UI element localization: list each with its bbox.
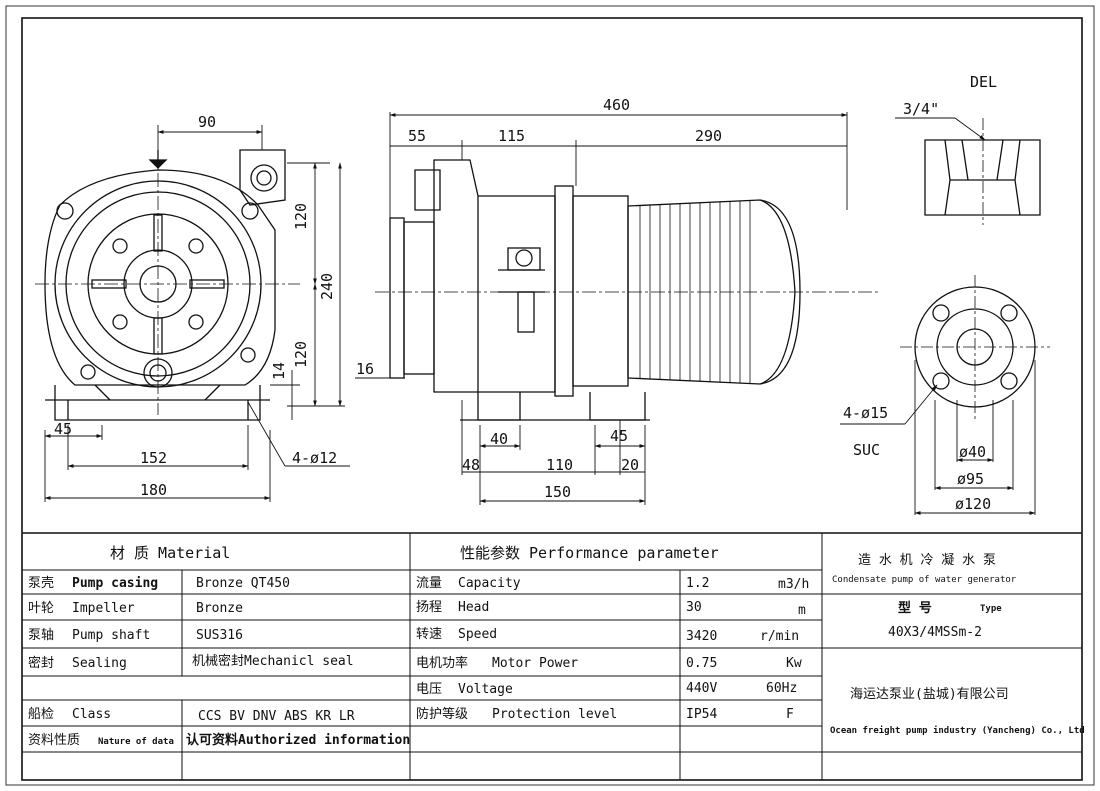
perf-label-cn: 防护等级: [416, 706, 468, 722]
dim-120-bottom: 120: [292, 341, 310, 368]
dim-16: 16: [356, 360, 374, 378]
dim-150: 150: [544, 483, 571, 501]
material-label-cn: 密封: [28, 655, 54, 671]
dim-20: 20: [621, 456, 639, 474]
material-label-en: Class: [72, 707, 111, 722]
perf-unit: m3/h: [778, 577, 809, 592]
perf-unit: F: [786, 707, 794, 722]
dim-45-side: 45: [610, 427, 628, 445]
perf-label-en: Capacity: [458, 576, 521, 591]
suc-d120: ø120: [955, 495, 991, 513]
side-view: [375, 159, 880, 421]
material-value: SUS316: [196, 628, 243, 643]
perf-value: 30: [686, 600, 702, 615]
del-thread: 3/4": [903, 100, 939, 118]
performance-rows: 流量 Capacity 1.2 m3/h 扬程 Head 30 m 转速 Spe…: [416, 576, 809, 722]
side-dimensions: [355, 112, 848, 505]
material-label-en: Nature of data: [98, 737, 174, 747]
dim-14: 14: [270, 362, 288, 380]
dim-55: 55: [408, 127, 426, 145]
del-detail: [895, 117, 1041, 225]
suc-label: SUC: [853, 441, 880, 459]
material-value: 认可资料Authorized information: [186, 732, 410, 748]
perf-label-en: Speed: [458, 627, 497, 642]
perf-label-cn: 电压: [416, 682, 442, 697]
dim-120-top: 120: [292, 203, 310, 230]
perf-label-cn: 扬程: [416, 600, 442, 615]
dim-460: 460: [603, 96, 630, 114]
dim-48: 48: [462, 456, 480, 474]
material-label-en: Pump shaft: [72, 628, 150, 643]
dim-40-side: 40: [490, 430, 508, 448]
material-label-en: Pump casing: [72, 576, 158, 591]
dim-110: 110: [546, 456, 573, 474]
del-label: DEL: [970, 73, 997, 91]
material-value: CCS BV DNV ABS KR LR: [198, 709, 355, 724]
type-label-en: Type: [980, 604, 1002, 614]
perf-label-en: Motor Power: [492, 656, 578, 671]
perf-unit: m: [798, 603, 806, 618]
perf-value: 3420: [686, 629, 717, 644]
material-label-cn: 泵轴: [28, 628, 54, 643]
perf-value: 0.75: [686, 656, 717, 671]
perf-value: IP54: [686, 707, 717, 722]
perf-unit: Kw: [786, 656, 802, 671]
suc-d40: ø40: [959, 443, 986, 461]
perf-value: 1.2: [686, 576, 709, 591]
title-block-grid: [22, 532, 1082, 780]
front-view: [35, 149, 300, 421]
dim-45-front: 45: [54, 420, 72, 438]
suc-holes: 4-ø15: [843, 404, 888, 422]
material-label-cn: 资料性质: [28, 733, 80, 748]
material-rows: 泵壳 Pump casing Bronze QT450 叶轮 Impeller …: [28, 576, 410, 748]
type-label-cn: 型 号: [898, 600, 932, 616]
product-name-cn: 造 水 机 冷 凝 水 泵: [858, 552, 996, 568]
material-label-cn: 叶轮: [28, 601, 54, 616]
material-label-cn: 船检: [28, 707, 54, 722]
dim-90: 90: [198, 113, 216, 131]
outer-frame: [5, 5, 1095, 786]
dim-holes-12: 4-ø12: [292, 449, 337, 467]
front-dim-labels: 90 120 240 120 14 45 152 180 4-ø12: [54, 113, 337, 499]
dim-240: 240: [318, 273, 336, 300]
perf-unit: r/min: [760, 629, 799, 644]
material-label-en: Sealing: [72, 656, 127, 671]
suc-dimensions: [840, 360, 1036, 515]
perf-unit: 60Hz: [766, 681, 797, 696]
material-label-cn: 泵壳: [28, 576, 54, 591]
dim-290: 290: [695, 127, 722, 145]
suc-detail: [900, 275, 1050, 420]
perf-label-en: Head: [458, 600, 489, 615]
perf-label-en: Voltage: [458, 682, 513, 697]
perf-label-en: Protection level: [492, 707, 617, 722]
perf-value: 440V: [686, 681, 717, 696]
perf-label-cn: 流量: [416, 576, 442, 591]
side-dim-labels: 460 55 115 290 16 40 45 48 110 20 150: [356, 96, 722, 501]
front-dimensions: [44, 125, 350, 502]
company-en: Ocean freight pump industry (Yancheng) C…: [830, 725, 1085, 736]
dim-152: 152: [140, 449, 167, 467]
product-name-en: Condensate pump of water generator: [832, 575, 1017, 585]
material-value: Bronze: [196, 601, 243, 616]
dim-115: 115: [498, 127, 525, 145]
material-header: 材 质 Material: [110, 544, 230, 562]
suc-d95: ø95: [957, 470, 984, 488]
perf-label-cn: 电机功率: [416, 655, 468, 671]
perf-label-cn: 转速: [416, 627, 442, 642]
performance-header: 性能参数 Performance parameter: [460, 544, 719, 562]
material-label-en: Impeller: [72, 601, 135, 616]
material-value: 机械密封Mechanicl seal: [192, 653, 354, 669]
company-cn: 海运达泵业(盐城)有限公司: [850, 687, 1009, 702]
inner-frame: [21, 17, 1083, 781]
dim-180: 180: [140, 481, 167, 499]
type-value: 40X3/4MSSm-2: [888, 625, 982, 640]
material-value: Bronze QT450: [196, 576, 290, 591]
